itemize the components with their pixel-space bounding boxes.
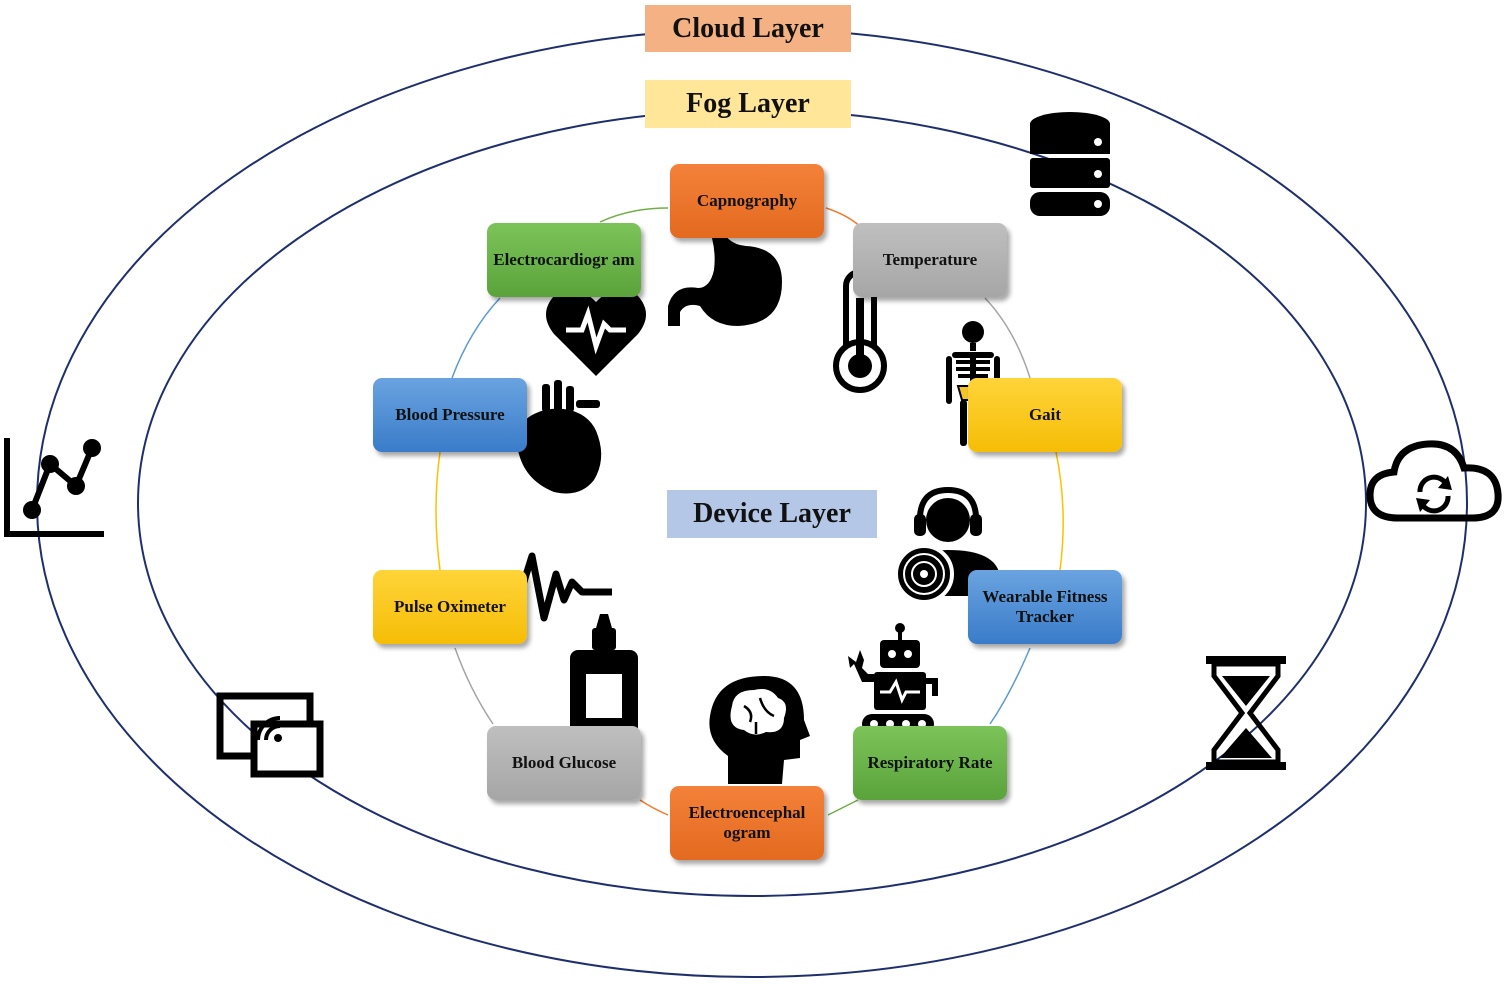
- hourglass-icon: [1206, 656, 1286, 770]
- stomach-icon: [668, 222, 782, 326]
- node-capnography: Capnography: [670, 164, 824, 238]
- fog-layer-label: Fog Layer: [645, 80, 851, 128]
- anatomical-heart-icon: [517, 380, 602, 494]
- node-respiratory-rate: Respiratory Rate: [853, 726, 1007, 800]
- node-temperature: Temperature: [853, 223, 1007, 297]
- database-icon: [1030, 112, 1110, 216]
- cloud-layer-label: Cloud Layer: [645, 5, 851, 52]
- headset-user-icon: [894, 486, 1000, 604]
- node-gait: Gait: [968, 378, 1122, 452]
- node-electroencephalogram: Electroencephal ogram: [670, 786, 824, 860]
- node-blood-glucose: Blood Glucose: [487, 726, 641, 800]
- thermometer-icon: [833, 269, 887, 393]
- cloud-sync-icon: [1366, 440, 1502, 522]
- wireless-display-icon: [216, 692, 324, 778]
- node-wearable-fitness-tracker: Wearable Fitness Tracker: [968, 570, 1122, 644]
- robot-icon: [848, 623, 938, 734]
- device-layer-label: Device Layer: [667, 490, 877, 538]
- line-chart-icon: [4, 438, 104, 537]
- heart-rate-icon: [546, 288, 646, 376]
- node-blood-pressure: Blood Pressure: [373, 378, 527, 452]
- node-pulse-oximeter: Pulse Oximeter: [373, 570, 527, 644]
- brain-head-icon: [709, 676, 810, 784]
- node-electrocardiogram: Electrocardiogr am: [487, 223, 641, 297]
- glue-bottle-icon: [570, 614, 638, 742]
